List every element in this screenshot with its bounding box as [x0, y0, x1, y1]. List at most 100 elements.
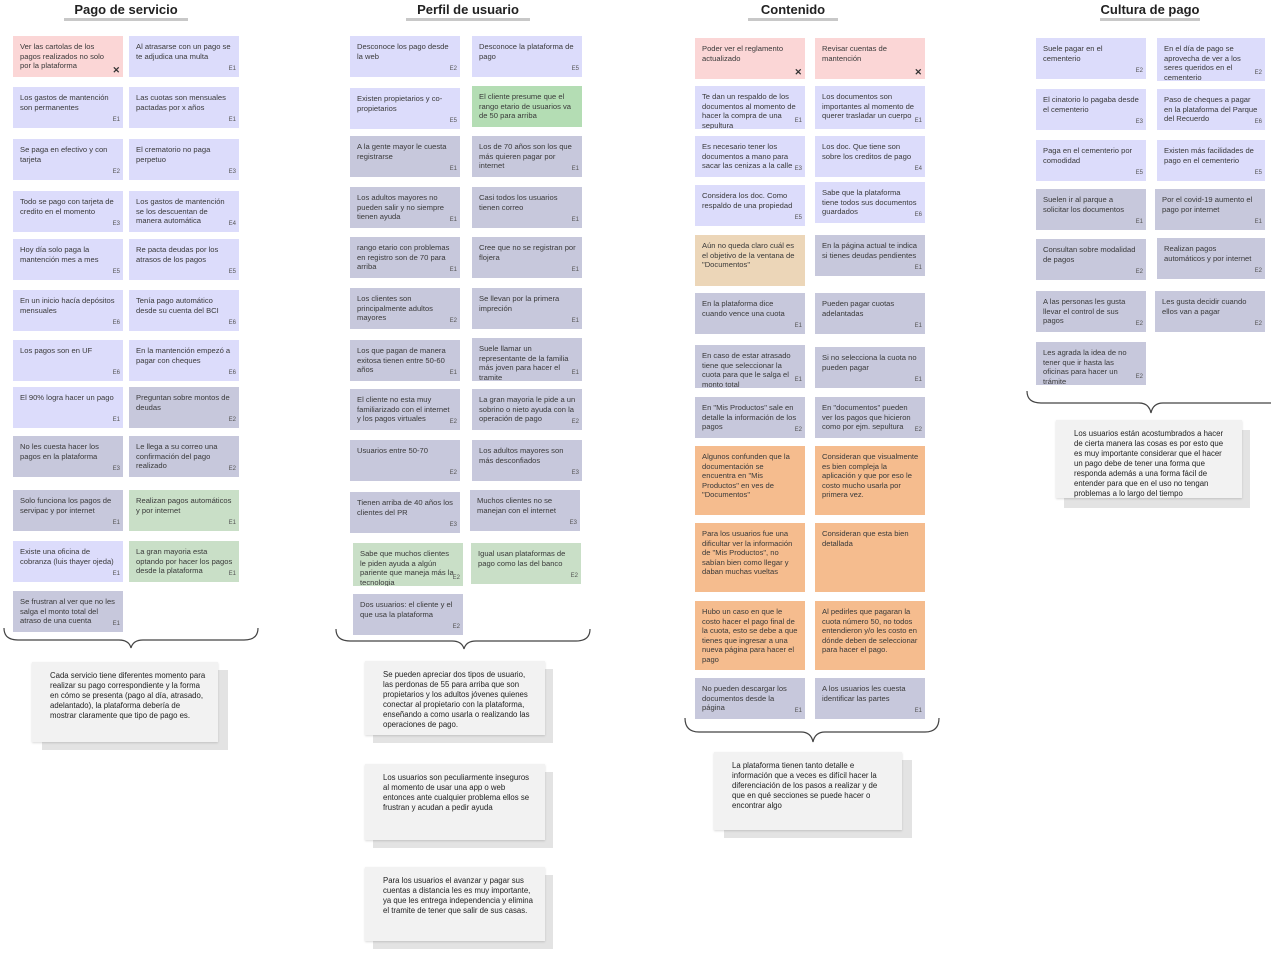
sticky-note[interactable]: La gran mayoria le pide a un sobrino o n…	[472, 389, 582, 430]
sticky-note[interactable]: El cliente no esta muy familiarizado con…	[350, 389, 460, 430]
sticky-note[interactable]: Les gusta decidir cuando ellos van a pag…	[1155, 291, 1265, 332]
sticky-note[interactable]: La gran mayoria esta optando por hacer l…	[129, 541, 239, 582]
sticky-note[interactable]: Se frustran al ver que no les salga el m…	[13, 591, 123, 632]
sticky-note[interactable]: Es necesario tener los documentos a mano…	[695, 136, 805, 177]
sticky-note[interactable]: Consideran que visualmente es bien compl…	[815, 446, 925, 515]
sticky-note[interactable]: Suele llamar un representante de la fami…	[472, 338, 582, 381]
sticky-note[interactable]: Los gastos de mantención se los descuent…	[129, 191, 239, 232]
summary-card: La plataforma tienen tanto detalle e inf…	[714, 752, 912, 838]
sticky-note[interactable]: Solo funciona los pagos de servipac y po…	[13, 490, 123, 531]
sticky-note[interactable]: Hoy día solo paga la mantención mes a me…	[13, 239, 123, 280]
sticky-note[interactable]: Los adultos mayores son más desconfiados…	[472, 440, 582, 481]
sticky-note[interactable]: Los documentos son importantes al moment…	[815, 86, 925, 129]
sticky-note[interactable]: Sabe que la plataforma tiene todos sus d…	[815, 182, 925, 223]
sticky-note[interactable]: Por el covid-19 aumento el pago por inte…	[1155, 189, 1265, 230]
sticky-note[interactable]: No pueden descargar los documentos desde…	[695, 678, 805, 719]
sticky-note[interactable]: Al atrasarse con un pago se te adjudica …	[129, 36, 239, 77]
group-brace	[684, 717, 940, 743]
sticky-note[interactable]: El cliente presume que el rango etario d…	[472, 86, 582, 127]
sticky-note[interactable]: Al pedirles que pagaran la cuota número …	[815, 601, 925, 670]
sticky-note[interactable]: Todo se pago con tarjeta de credito en e…	[13, 191, 123, 232]
summary-card: Cada servicio tiene diferentes momento p…	[32, 662, 228, 750]
sticky-note[interactable]: Poder ver el reglamento actualizado✕	[695, 38, 805, 79]
sticky-note[interactable]: Les agrada la idea de no tener que ir ha…	[1036, 342, 1146, 385]
sticky-note[interactable]: Existe una oficina de cobranza (luis tha…	[13, 541, 123, 582]
sticky-note[interactable]: Algunos confunden que la documentación s…	[695, 446, 805, 515]
close-icon[interactable]: ✕	[794, 67, 802, 78]
sticky-note[interactable]: Existen más facilidades de pago en el ce…	[1157, 140, 1265, 181]
group-brace	[335, 628, 591, 650]
summary-card: Para los usuarios el avanzar y pagar sus…	[365, 867, 553, 949]
column-title-cultura: Cultura de pago	[1100, 2, 1200, 21]
sticky-note[interactable]: Aún no queda claro cuál es el objetivo d…	[695, 235, 805, 286]
sticky-note[interactable]: En caso de estar atrasado tiene que sele…	[695, 345, 805, 388]
summary-card: Los usuarios están acostumbrados a hacer…	[1056, 420, 1252, 508]
summary-card: Se pueden apreciar dos tipos de usuario,…	[365, 661, 553, 743]
sticky-note[interactable]: Dos usuarios: el cliente y el que usa la…	[353, 594, 463, 635]
sticky-note[interactable]: Consideran que esta bien detallada	[815, 523, 925, 592]
sticky-note[interactable]: rango etario con problemas en registro s…	[350, 237, 460, 278]
sticky-note[interactable]: Suelen ir al parque a solicitar los docu…	[1036, 189, 1146, 230]
column-title-perfil: Perfil de usuario	[406, 2, 530, 21]
sticky-note[interactable]: Paso de cheques a pagar en la plataforma…	[1157, 89, 1265, 130]
sticky-note[interactable]: Las cuotas son mensuales pactadas por x …	[129, 87, 239, 128]
sticky-note[interactable]: Re pacta deudas por los atrasos de los p…	[129, 239, 239, 280]
sticky-note[interactable]: A las personas les gusta llevar el contr…	[1036, 291, 1146, 332]
sticky-note[interactable]: Revisar cuentas de mantención✕	[815, 38, 925, 79]
sticky-note[interactable]: En la mantención empezó a pagar con cheq…	[129, 340, 239, 381]
sticky-note[interactable]: Hubo un caso en que le costo hacer el pa…	[695, 601, 805, 670]
sticky-note[interactable]: Sabe que muchos clientes le piden ayuda …	[353, 543, 463, 586]
sticky-note[interactable]: Tienen arriba de 40 años los clientes de…	[350, 492, 460, 533]
sticky-note[interactable]: En la página actual te indica si tienes …	[815, 235, 925, 276]
sticky-note[interactable]: Los que pagan de manera exitosa tienen e…	[350, 340, 460, 381]
column-title-contenido: Contenido	[748, 2, 838, 21]
sticky-note[interactable]: Los clientes son principalmente adultos …	[350, 288, 460, 329]
summary-card: Los usuarios son peculiarmente inseguros…	[365, 764, 553, 848]
sticky-note[interactable]: En "documentos" pueden ver los pagos que…	[815, 397, 925, 438]
sticky-note[interactable]: Los gastos de mantención son permanentes…	[13, 87, 123, 128]
sticky-note[interactable]: Te dan un respaldo de los documentos al …	[695, 86, 805, 129]
sticky-note[interactable]: Los doc. Que tiene son sobre los credito…	[815, 136, 925, 177]
sticky-note[interactable]: Realizan pagos automáticos y por interne…	[129, 490, 239, 531]
column-title-pago: Pago de servicio	[64, 2, 188, 21]
sticky-note[interactable]: Ver las cartolas de los pagos realizados…	[13, 36, 123, 77]
sticky-note[interactable]: En la plataforma dice cuando vence una c…	[695, 293, 805, 334]
sticky-note[interactable]: Muchos clientes no se manejan con el int…	[470, 490, 580, 531]
group-brace	[3, 627, 259, 649]
sticky-note[interactable]: Considera los doc. Como respaldo de una …	[695, 185, 805, 226]
close-icon[interactable]: ✕	[914, 67, 922, 78]
sticky-note[interactable]: Para los usuarios fue una dificultar ver…	[695, 523, 805, 592]
sticky-note[interactable]: Realizan pagos automáticos y por interne…	[1157, 238, 1265, 279]
sticky-note[interactable]: Le llega a su correo una confirmación de…	[129, 436, 239, 477]
sticky-note[interactable]: El cinatorio lo pagaba desde el cementer…	[1036, 89, 1146, 130]
sticky-note[interactable]: Si no selecciona la cuota no pueden paga…	[815, 347, 925, 388]
sticky-note[interactable]: A los usuarios les cuesta identificar la…	[815, 678, 925, 719]
sticky-note[interactable]: En "Mis Productos" sale en detalle la in…	[695, 397, 805, 438]
sticky-note[interactable]: Tenía pago automático desde su cuenta de…	[129, 290, 239, 331]
group-brace	[1026, 390, 1271, 414]
sticky-note[interactable]: No les cuesta hacer los pagos en la plat…	[13, 436, 123, 477]
sticky-note[interactable]: En el día de pago se aprovecha de ver a …	[1157, 38, 1265, 81]
sticky-note[interactable]: Los adultos mayores no pueden salir y no…	[350, 187, 460, 228]
sticky-note[interactable]: Igual usan plataformas de pago como las …	[471, 543, 581, 584]
close-icon[interactable]: ✕	[112, 65, 120, 76]
sticky-note[interactable]: Los de 70 años son los que más quieren p…	[472, 136, 582, 177]
